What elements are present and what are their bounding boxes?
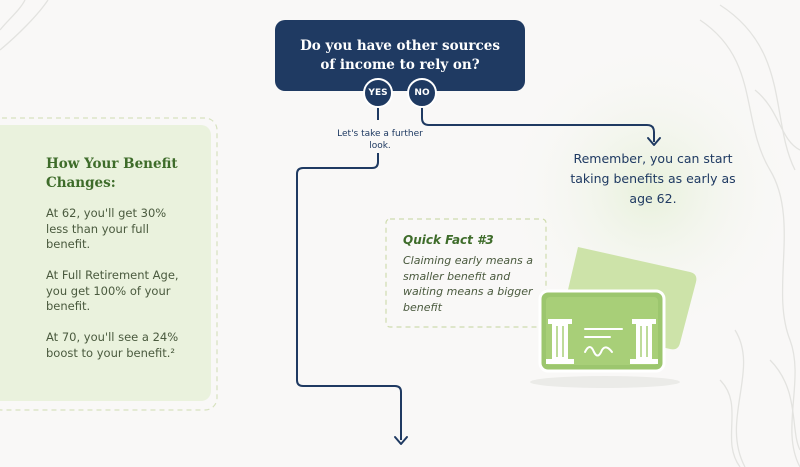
benefit-item: At 70, you'll see a 24% boost to your be… — [46, 330, 179, 360]
yes-option: YES — [363, 78, 393, 108]
no-branch-note: Remember, you can start taking benefits … — [570, 151, 736, 206]
check-illustration — [530, 247, 697, 388]
benefit-item: At 62, you'll get 30% less than your ful… — [46, 206, 167, 251]
quick-fact-box — [385, 218, 547, 328]
benefit-panel-outline — [0, 117, 218, 411]
yes-branch-note: Let's take a further look. — [337, 129, 423, 151]
yes-arrow-head — [394, 436, 408, 445]
no-arrow-head — [647, 137, 661, 146]
benefit-panel-title: How Your Benefit Changes: — [46, 156, 178, 191]
benefit-panel — [0, 125, 211, 401]
question-box: Do you have other sources of income to r… — [275, 20, 525, 91]
quick-fact-text: Claiming early means a smaller benefit a… — [403, 254, 534, 314]
no-connector-line — [421, 107, 655, 142]
quick-fact-title: Quick Fact #3 — [403, 233, 494, 247]
yes-connector-line — [296, 153, 402, 440]
question-text: Do you have other sources of income to r… — [300, 37, 500, 73]
no-option: NO — [407, 78, 437, 108]
benefit-item: At Full Retirement Age, you get 100% of … — [46, 268, 179, 313]
